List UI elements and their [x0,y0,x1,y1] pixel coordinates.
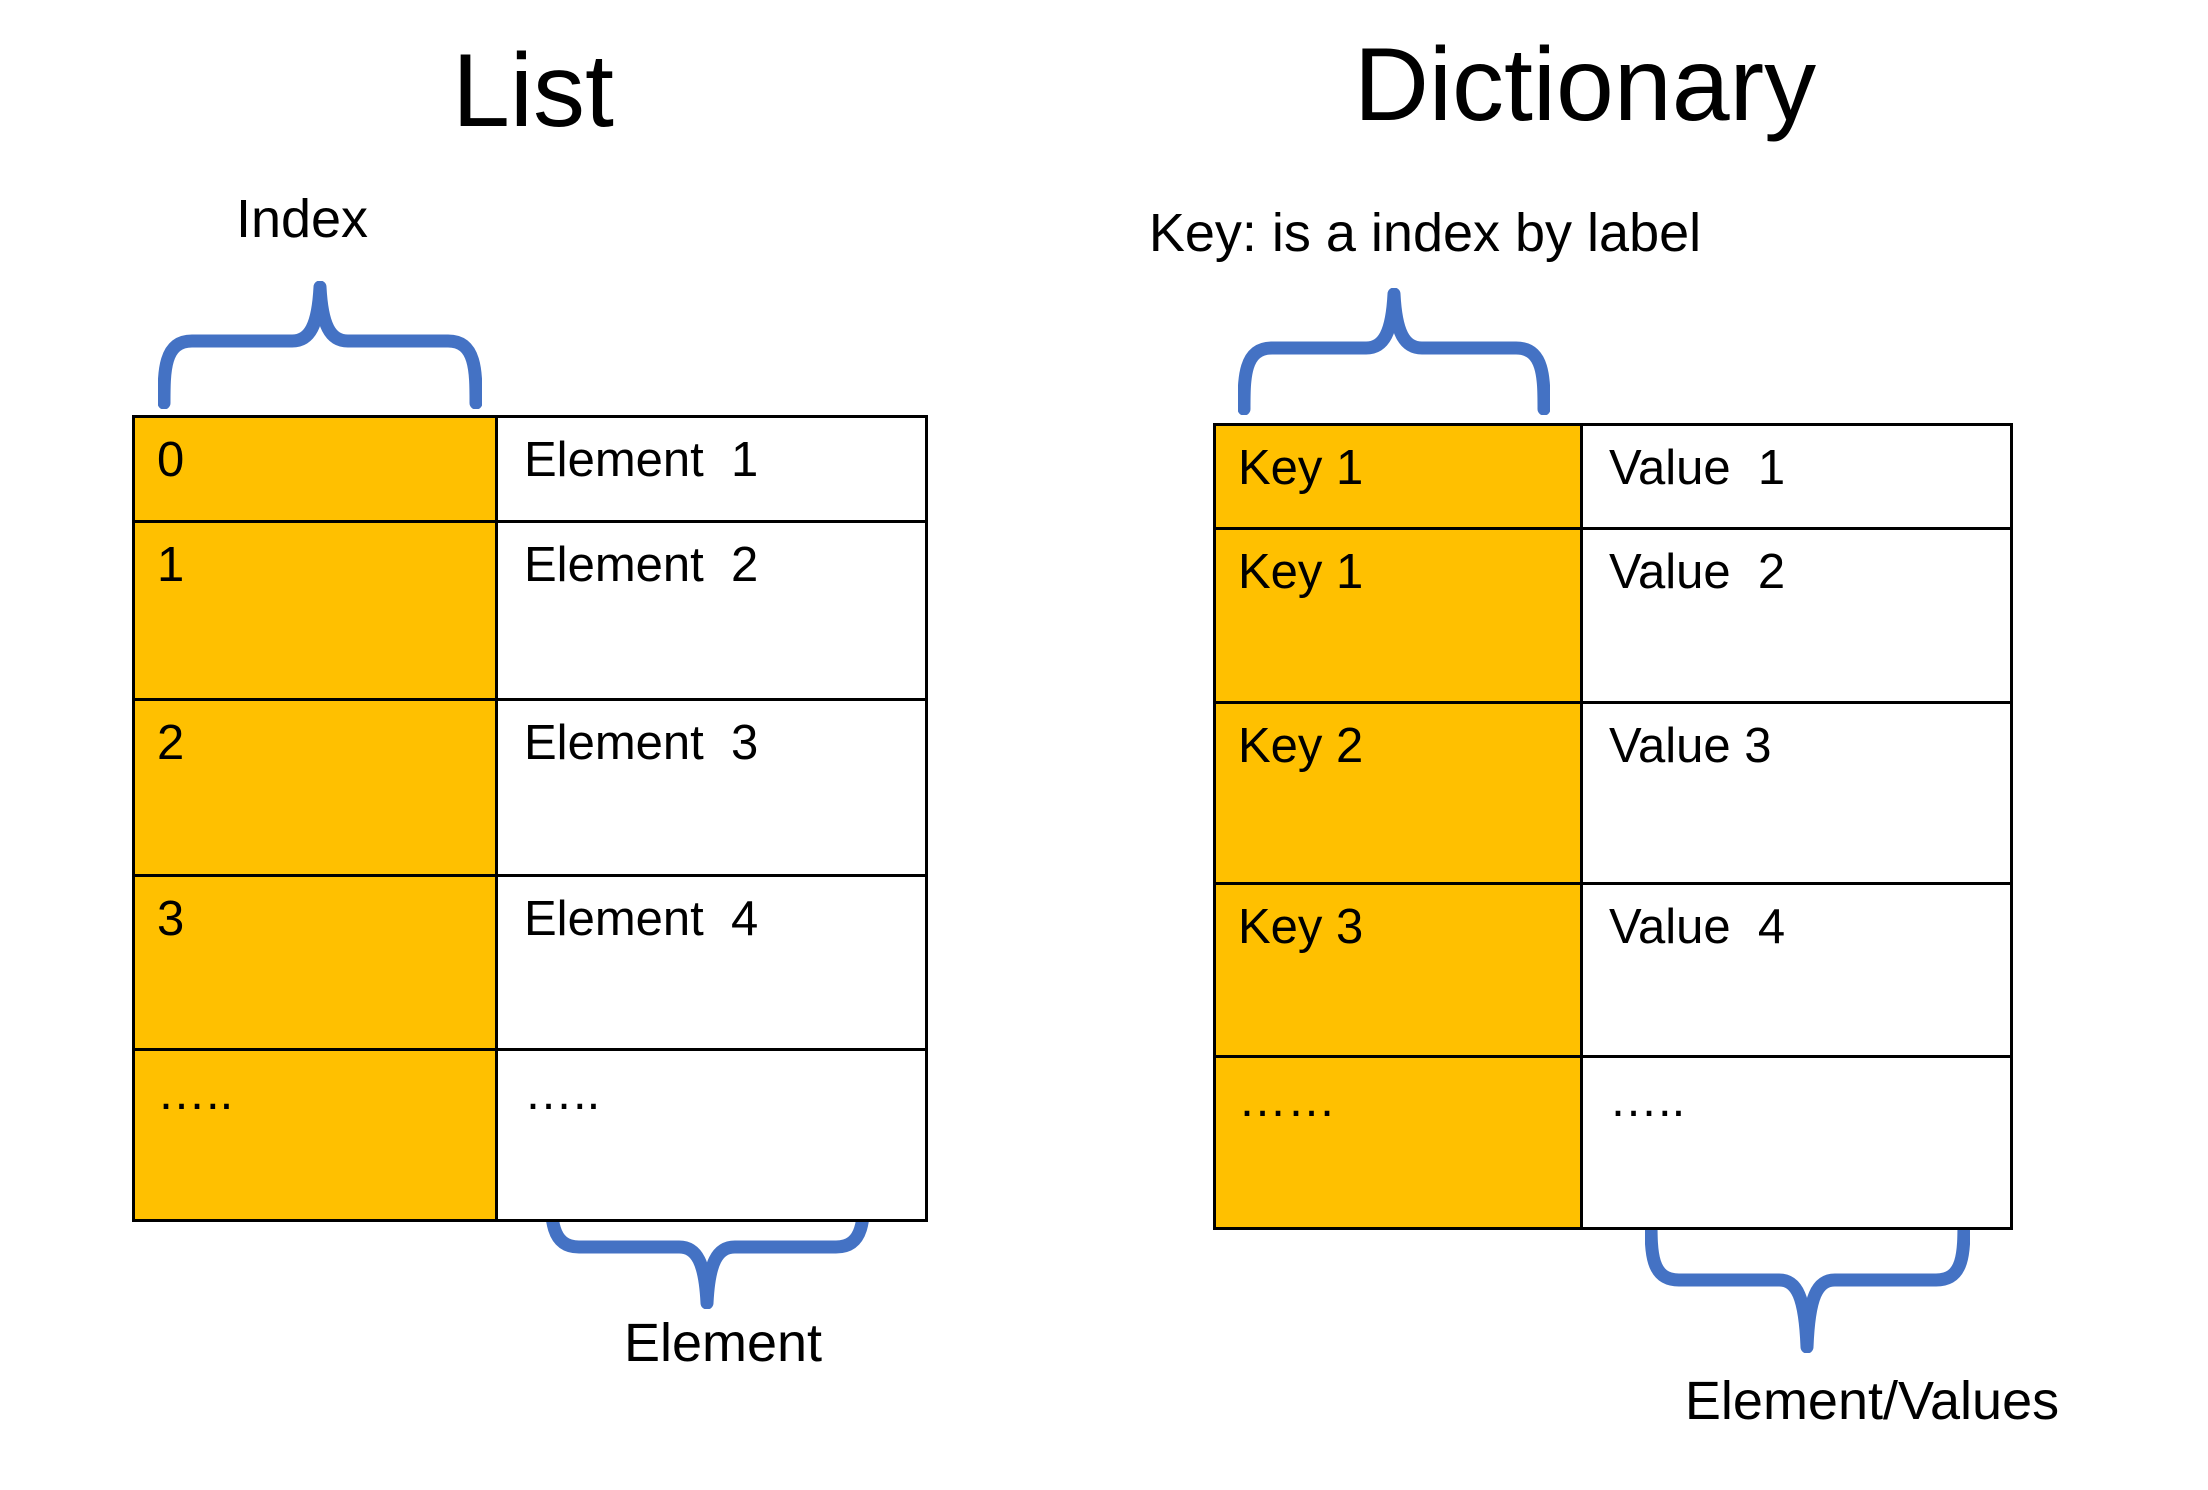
element-values-brace-icon [1645,1213,1970,1353]
table-row: 0 Element 1 [135,418,925,520]
list-table: 0 Element 1 1 Element 2 2 Element 3 3 El… [132,415,928,1222]
element-label: Element [623,1313,823,1373]
value-cell: Value 3 [1583,704,2010,882]
element-cell: Element 1 [498,418,925,520]
value-cell: ….. [1583,1058,2010,1227]
table-row: Key 3 Value 4 [1216,882,2010,1055]
index-cell: 0 [135,418,498,520]
key-cell: Key 1 [1216,530,1583,701]
list-title: List [452,33,614,149]
element-cell: ….. [498,1051,925,1219]
element-cell: Element 2 [498,523,925,698]
value-cell: Value 2 [1583,530,2010,701]
index-cell: 3 [135,877,498,1048]
key-description-label: Key: is a index by label [1148,203,1702,263]
index-cell: 1 [135,523,498,698]
table-row: Key 1 Value 1 [1216,426,2010,527]
element-brace-icon [545,1181,870,1309]
table-row: Key 1 Value 2 [1216,527,2010,701]
index-brace-icon [158,281,482,409]
dictionary-title: Dictionary [1353,27,1817,143]
key-cell: …… [1216,1058,1583,1227]
element-values-label: Element/Values [1684,1371,2060,1431]
key-cell: Key 2 [1216,704,1583,882]
table-row: 2 Element 3 [135,698,925,874]
key-cell: Key 3 [1216,885,1583,1055]
value-cell: Value 4 [1583,885,2010,1055]
index-label: Index [235,189,369,249]
table-row: 3 Element 4 [135,874,925,1048]
key-brace-icon [1238,288,1550,415]
table-row: Key 2 Value 3 [1216,701,2010,882]
index-cell: ….. [135,1051,498,1219]
value-cell: Value 1 [1583,426,2010,527]
element-cell: Element 4 [498,877,925,1048]
index-cell: 2 [135,701,498,874]
table-row: ….. ….. [135,1048,925,1219]
element-cell: Element 3 [498,701,925,874]
key-cell: Key 1 [1216,426,1583,527]
table-row: …… ….. [1216,1055,2010,1227]
dictionary-table: Key 1 Value 1 Key 1 Value 2 Key 2 Value … [1213,423,2013,1230]
table-row: 1 Element 2 [135,520,925,698]
